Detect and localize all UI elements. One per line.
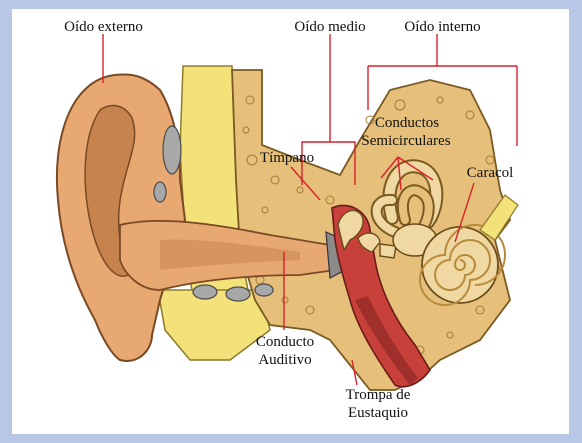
label-semicircular-canals-line1: Conductos <box>357 114 457 132</box>
label-inner-ear: Oído interno <box>395 18 490 36</box>
label-auditory-canal-line2: Auditivo <box>250 351 320 369</box>
label-auditory-canal-line1: Conducto <box>250 333 320 351</box>
label-eustachian-tube-line2: Eustaquio <box>338 404 418 422</box>
label-middle-ear: Oído medio <box>280 18 380 36</box>
label-semicircular-canals-line2: Semicirculares <box>349 132 463 150</box>
label-eardrum: Tímpano <box>247 149 327 167</box>
label-eustachian-tube-line1: Trompa de <box>338 386 418 404</box>
label-cochlea: Caracol <box>455 164 525 182</box>
label-outer-ear: Oído externo <box>56 18 151 36</box>
